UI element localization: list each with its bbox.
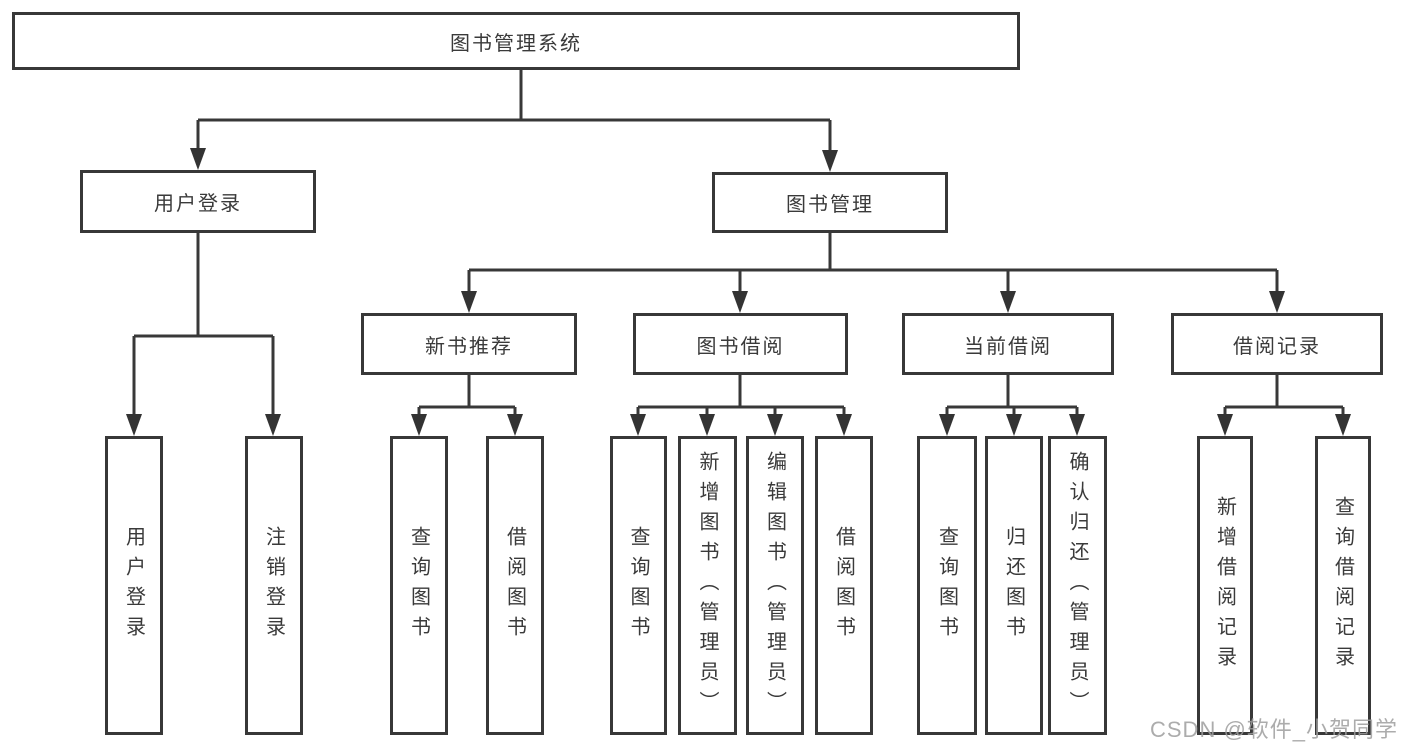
node-label: 查询图书 bbox=[935, 525, 958, 646]
node-label: 图书借阅 bbox=[696, 335, 785, 358]
leaf-add-book-admin: 新增图书（管理员） bbox=[678, 436, 737, 735]
node-label: 新增图书（管理员） bbox=[696, 450, 718, 721]
node-label: 查询图书 bbox=[407, 525, 430, 646]
arrowhead bbox=[630, 414, 646, 436]
node-label: 注销登录 bbox=[262, 525, 285, 646]
arrowhead bbox=[265, 414, 281, 436]
leaf-logout: 注销登录 bbox=[245, 436, 303, 735]
node-label: 借阅图书 bbox=[503, 525, 526, 646]
arrowhead bbox=[190, 148, 206, 170]
arrowhead bbox=[836, 414, 852, 436]
arrowhead bbox=[461, 291, 477, 313]
leaf-user-login: 用户登录 bbox=[105, 436, 163, 735]
arrowhead bbox=[1006, 414, 1022, 436]
node-current-borrowing: 当前借阅 bbox=[902, 313, 1114, 375]
node-label: 归还图书 bbox=[1002, 525, 1025, 646]
node-label: 查询图书 bbox=[627, 525, 649, 646]
arrowhead bbox=[1335, 414, 1351, 436]
csdn-watermark: CSDN @软件_小贺同学 bbox=[1150, 717, 1399, 742]
edge-userlogin-to-leaves bbox=[132, 233, 275, 432]
node-label: 当前借阅 bbox=[964, 335, 1052, 358]
arrowhead bbox=[1269, 291, 1285, 313]
node-label: 借阅记录 bbox=[1233, 335, 1321, 358]
node-label: 图书管理系统 bbox=[450, 32, 582, 55]
leaf-return-books: 归还图书 bbox=[985, 436, 1043, 735]
node-label: 用户登录 bbox=[154, 193, 242, 215]
node-library-management-system: 图书管理系统 bbox=[12, 12, 1020, 70]
node-label: 查询借阅记录 bbox=[1331, 495, 1354, 676]
node-label: 新书推荐 bbox=[425, 335, 513, 358]
node-label: 确认归还（管理员） bbox=[1066, 450, 1088, 721]
arrowhead bbox=[732, 291, 748, 313]
leaf-query-books-current: 查询图书 bbox=[917, 436, 977, 735]
edge-level3-to-leaves bbox=[417, 375, 1345, 432]
leaf-query-books-borrowing: 查询图书 bbox=[610, 436, 667, 735]
arrowhead bbox=[411, 414, 427, 436]
node-book-borrowing: 图书借阅 bbox=[633, 313, 848, 375]
arrowhead bbox=[822, 150, 838, 172]
leaf-borrow-books-recommend: 借阅图书 bbox=[486, 436, 544, 735]
node-label: 用户登录 bbox=[122, 525, 145, 646]
arrowhead bbox=[126, 414, 142, 436]
node-book-management: 图书管理 bbox=[712, 172, 948, 233]
arrowhead bbox=[1217, 414, 1233, 436]
edge-root-to-level2 bbox=[196, 70, 832, 168]
arrowhead bbox=[939, 414, 955, 436]
edge-bookmgmt-to-level3 bbox=[467, 233, 1279, 309]
leaf-confirm-return-admin: 确认归还（管理员） bbox=[1048, 436, 1107, 735]
arrowhead bbox=[767, 414, 783, 436]
node-label: 编辑图书（管理员） bbox=[763, 450, 786, 721]
node-label: 图书管理 bbox=[786, 194, 874, 216]
arrowhead bbox=[699, 414, 715, 436]
leaf-edit-book-admin: 编辑图书（管理员） bbox=[746, 436, 804, 735]
arrowhead bbox=[1000, 291, 1016, 313]
node-label: 新增借阅记录 bbox=[1213, 495, 1236, 676]
arrowhead bbox=[507, 414, 523, 436]
leaf-query-borrow-record: 查询借阅记录 bbox=[1315, 436, 1371, 735]
leaf-borrow-books: 借阅图书 bbox=[815, 436, 873, 735]
arrowhead bbox=[1069, 414, 1085, 436]
leaf-add-borrow-record: 新增借阅记录 bbox=[1197, 436, 1253, 735]
node-borrow-records: 借阅记录 bbox=[1171, 313, 1383, 375]
leaf-query-books-recommend: 查询图书 bbox=[390, 436, 448, 735]
node-user-login: 用户登录 bbox=[80, 170, 316, 233]
node-new-book-recommend: 新书推荐 bbox=[361, 313, 577, 375]
node-label: 借阅图书 bbox=[832, 525, 855, 646]
